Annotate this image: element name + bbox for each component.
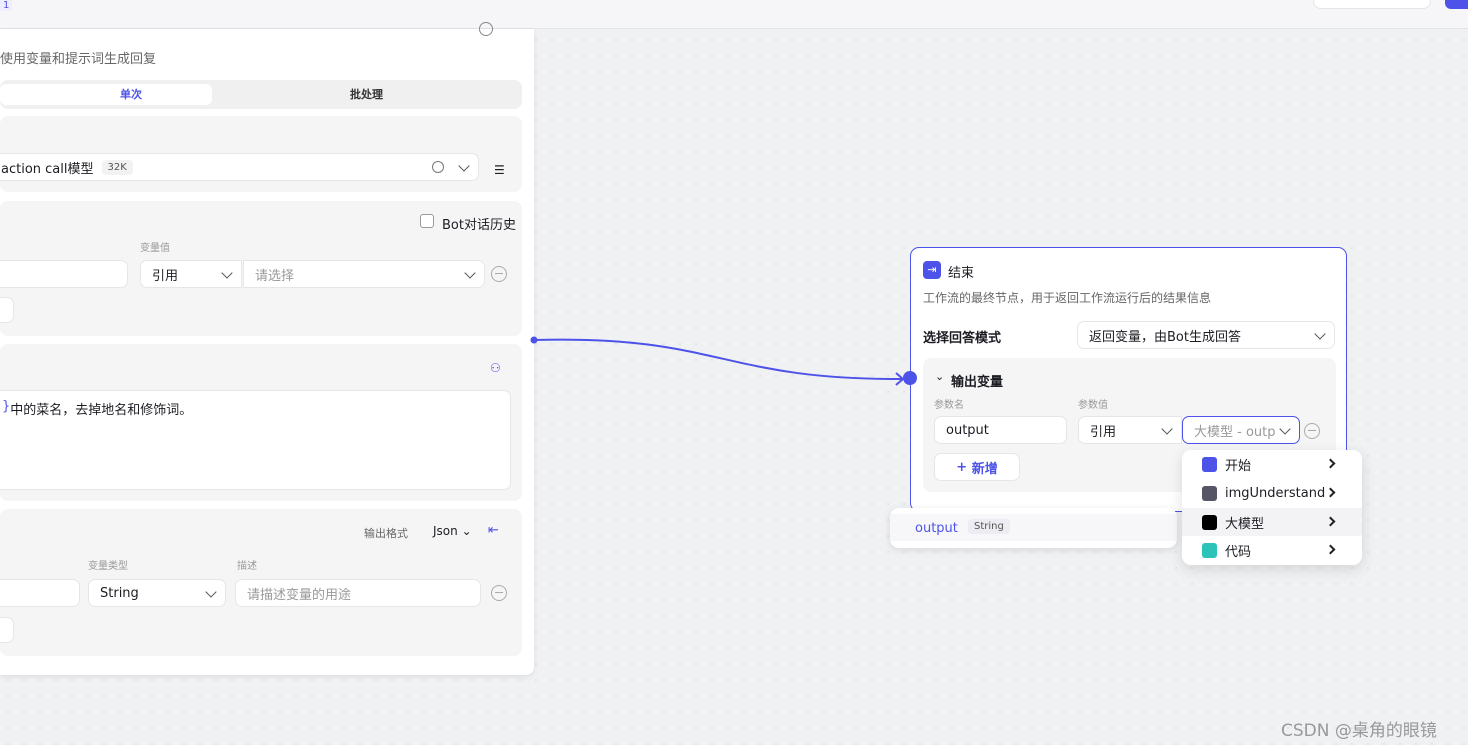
bot-history-label: Bot对话历史 bbox=[442, 218, 516, 233]
top-bar: 1 bbox=[0, 0, 1468, 29]
desc-label: 描述 bbox=[237, 561, 257, 572]
tab-batch[interactable]: 批处理 bbox=[350, 88, 383, 101]
output-vars-section: ⌄ 输出变量 参数名 参数值 output 引用 大模型 - outp + 新增 bbox=[923, 358, 1336, 492]
param-name-label: 参数名 bbox=[934, 400, 964, 411]
value-label: 变量值 bbox=[140, 243, 170, 254]
output-name-input[interactable] bbox=[0, 579, 80, 607]
ref-value-select[interactable]: 大模型 - outp bbox=[1182, 416, 1300, 444]
desc-placeholder: 请描述变量的用途 bbox=[247, 587, 352, 603]
prompt-settings-icon[interactable]: ⚇ bbox=[490, 361, 501, 375]
model-name: action call模型 bbox=[1, 161, 94, 177]
param-name-input[interactable]: output bbox=[934, 416, 1067, 444]
ref-node-menu: 开始 imgUnderstand 大模型 代码 bbox=[1182, 450, 1362, 565]
start-icon bbox=[1202, 456, 1217, 472]
output-name: output bbox=[915, 521, 958, 536]
type-value: String bbox=[100, 585, 139, 601]
ref-type-value: 引用 bbox=[152, 268, 179, 284]
node-description: 工作流的最终节点，用于返回工作流运行后的结果信息 bbox=[923, 291, 1212, 305]
variable-name-input[interactable] bbox=[0, 260, 128, 288]
menu-label: 代码 bbox=[1225, 544, 1252, 560]
version-tag: 1 bbox=[0, 0, 13, 11]
prompt-editor[interactable]: }中的菜名，去掉地名和修饰词。 bbox=[0, 390, 511, 490]
mode-label: 选择回答模式 bbox=[923, 331, 1002, 346]
output-desc-input[interactable]: 请描述变量的用途 bbox=[235, 579, 481, 607]
format-value: Json bbox=[433, 524, 458, 538]
watermark: CSDN @桌角的眼镜 bbox=[1281, 721, 1437, 741]
answer-mode-select[interactable]: 返回变量，由Bot生成回答 bbox=[1077, 321, 1335, 349]
mode-value: 返回变量，由Bot生成回答 bbox=[1089, 329, 1241, 345]
remove-icon[interactable] bbox=[491, 585, 507, 601]
bot-history-checkbox[interactable] bbox=[420, 214, 434, 228]
edge-line[interactable] bbox=[533, 338, 904, 381]
ref-type-select[interactable]: 引用 bbox=[1078, 416, 1182, 444]
type-label: 变量类型 bbox=[88, 561, 128, 572]
publish-button[interactable] bbox=[1445, 0, 1468, 9]
chevron-right-icon bbox=[1325, 487, 1336, 498]
node-description: 使用变量和提示词生成回复 bbox=[0, 52, 157, 67]
select-placeholder: 请选择 bbox=[255, 268, 295, 284]
add-output-button[interactable] bbox=[0, 617, 14, 643]
node-title: 结束 bbox=[948, 266, 975, 281]
info-icon bbox=[432, 161, 444, 173]
ref-type-value: 引用 bbox=[1090, 424, 1117, 440]
section-title: 输出变量 bbox=[951, 375, 1004, 390]
run-icon[interactable] bbox=[479, 22, 493, 36]
chevron-right-icon bbox=[1325, 516, 1336, 527]
code-icon bbox=[1202, 542, 1217, 558]
menu-label: imgUnderstand bbox=[1225, 485, 1326, 501]
image-thumbnail-icon bbox=[1202, 485, 1217, 501]
output-preview-popup: output String bbox=[890, 508, 1177, 548]
chevron-down-icon bbox=[1161, 423, 1173, 435]
chevron-down-icon bbox=[1314, 328, 1326, 340]
menu-label: 大模型 bbox=[1225, 516, 1265, 532]
chevron-right-icon bbox=[1325, 458, 1336, 469]
add-param-button[interactable]: + 新增 bbox=[934, 453, 1020, 481]
add-label: 新增 bbox=[971, 461, 998, 477]
menu-item-start[interactable]: 开始 bbox=[1182, 450, 1362, 478]
menu-item-llm[interactable]: 大模型 bbox=[1182, 508, 1362, 536]
output-format-label: 输出格式 bbox=[364, 527, 408, 540]
output-type-badge: String bbox=[968, 519, 1010, 534]
prompt-text: 中的菜名，去掉地名和修饰词。 bbox=[10, 403, 193, 418]
model-select[interactable]: action call模型 32K bbox=[0, 153, 479, 181]
chevron-right-icon bbox=[1325, 544, 1336, 555]
ref-type-select[interactable]: 引用 bbox=[140, 260, 242, 288]
collapse-icon[interactable]: ⇤ bbox=[488, 523, 499, 538]
menu-item-code[interactable]: 代码 bbox=[1182, 536, 1362, 564]
ref-value-text: 大模型 - outp bbox=[1194, 424, 1276, 440]
menu-item-imgunderstand[interactable]: imgUnderstand bbox=[1182, 479, 1362, 507]
variable-value-select[interactable]: 请选择 bbox=[243, 260, 485, 288]
remove-icon[interactable] bbox=[1304, 423, 1320, 439]
menu-label: 开始 bbox=[1225, 458, 1252, 474]
output-format-select[interactable]: Json ⌄ bbox=[433, 524, 472, 538]
llm-icon bbox=[1202, 514, 1217, 530]
end-node-icon: ⇥ bbox=[923, 261, 941, 279]
param-name-value: output bbox=[946, 422, 989, 438]
collapse-chevron-icon[interactable]: ⌄ bbox=[935, 370, 945, 383]
llm-node-panel: 使用变量和提示词生成回复 单次 批处理 action call模型 32K ☰ … bbox=[0, 22, 534, 675]
model-settings-icon[interactable]: ☰ bbox=[494, 163, 505, 177]
context-badge: 32K bbox=[101, 159, 133, 175]
target-port[interactable] bbox=[903, 371, 917, 385]
param-value-label: 参数值 bbox=[1078, 400, 1108, 411]
add-input-button[interactable] bbox=[0, 297, 14, 323]
prompt-variable-ref: } bbox=[2, 399, 11, 414]
tab-single[interactable]: 单次 bbox=[0, 84, 212, 105]
chevron-down-icon bbox=[1279, 423, 1291, 435]
remove-icon[interactable] bbox=[491, 266, 507, 282]
output-type-select[interactable]: String bbox=[88, 579, 226, 607]
